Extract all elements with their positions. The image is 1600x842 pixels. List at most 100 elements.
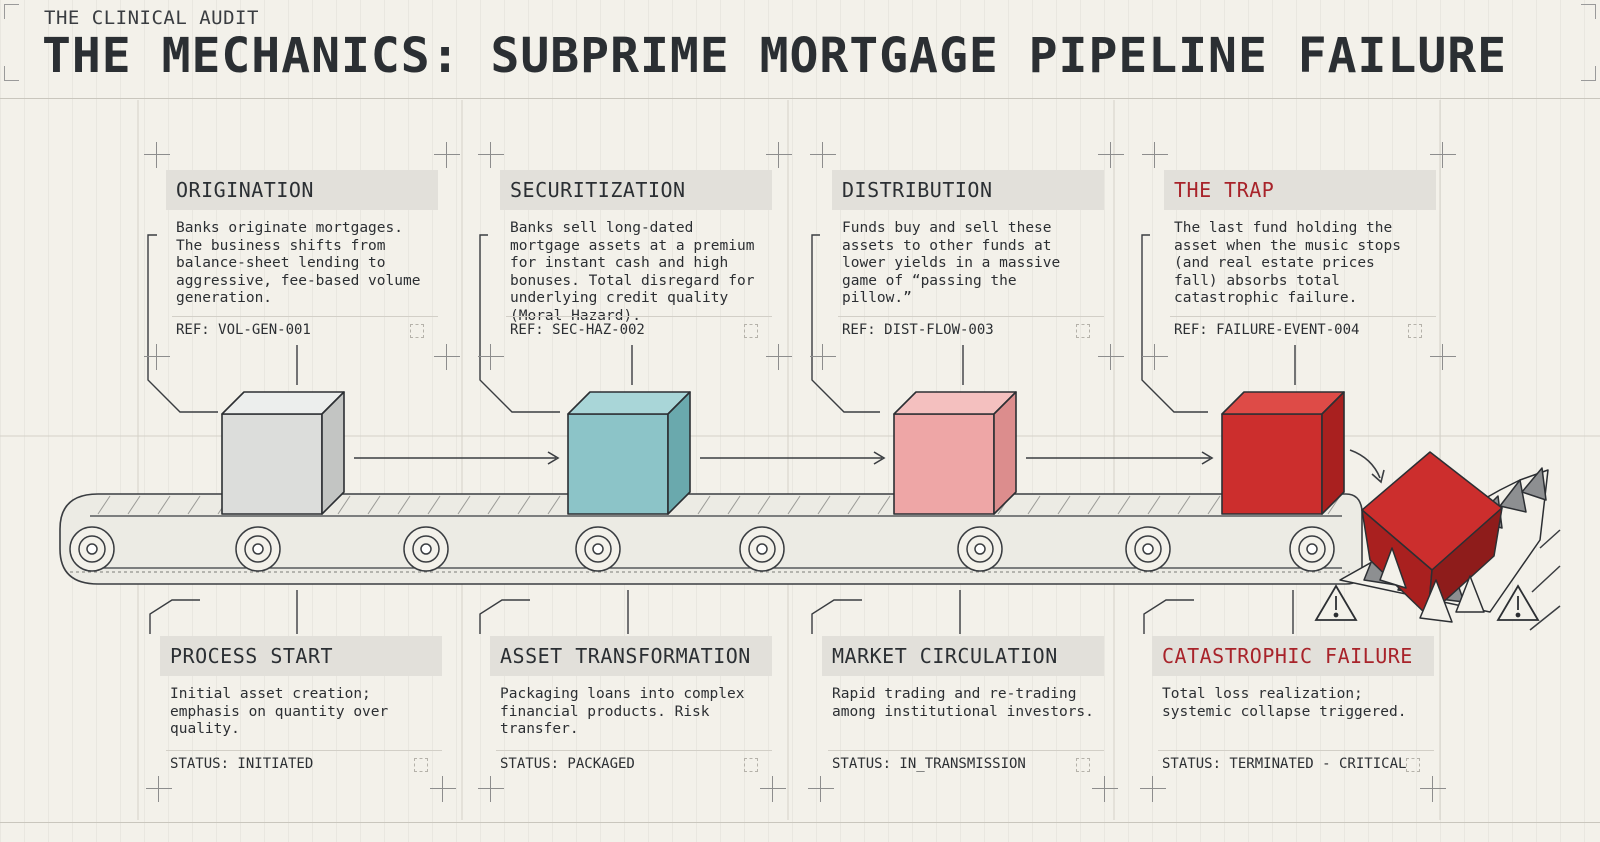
box-side-face — [993, 391, 1017, 515]
stage-title: ORIGINATION — [166, 170, 438, 210]
registration-mark — [478, 344, 504, 370]
stage-ref: REF: VOL-GEN-001 — [176, 322, 311, 338]
corner-mark — [4, 4, 19, 19]
warning-icon — [1496, 584, 1540, 621]
conveyor-belt — [59, 493, 1363, 585]
registration-mark — [430, 776, 456, 802]
registration-mark — [144, 344, 170, 370]
distribution-box — [893, 391, 1017, 515]
registration-mark — [1430, 344, 1456, 370]
corner-mark — [1581, 4, 1596, 19]
footer-divider — [0, 822, 1600, 823]
status-card-catastrophic-failure: CATASTROPHIC FAILURE Total loss realizat… — [1152, 636, 1434, 786]
stage-title: DISTRIBUTION — [832, 170, 1104, 210]
expand-icon — [1076, 758, 1090, 772]
conveyor-roller-icon — [957, 526, 1003, 572]
stage-ref: REF: FAILURE-EVENT-004 — [1174, 322, 1360, 338]
box-side-face — [1321, 391, 1345, 515]
conveyor-roller-icon — [1289, 526, 1335, 572]
registration-mark — [1430, 142, 1456, 168]
corner-mark — [1581, 66, 1596, 81]
box-front-face — [567, 413, 669, 515]
box-side-face — [321, 391, 345, 515]
status-title: ASSET TRANSFORMATION — [490, 636, 772, 676]
status-value: STATUS: TERMINATED - CRITICAL — [1162, 756, 1407, 772]
registration-mark — [1142, 142, 1168, 168]
card-divider — [828, 750, 1104, 751]
card-divider — [496, 750, 772, 751]
stage-card-distribution: DISTRIBUTION Funds buy and sell these as… — [832, 170, 1104, 345]
stage-description: Banks sell long-dated mortgage assets at… — [510, 220, 755, 324]
box-front-face — [1221, 413, 1323, 515]
status-card-market-circulation: MARKET CIRCULATION Rapid trading and re-… — [822, 636, 1104, 786]
registration-mark — [434, 344, 460, 370]
corner-mark — [4, 66, 19, 81]
registration-mark — [810, 142, 836, 168]
card-divider — [172, 316, 438, 317]
status-description: Packaging loans into complex financial p… — [500, 686, 745, 737]
registration-mark — [766, 142, 792, 168]
header-divider — [0, 98, 1600, 99]
stage-ref: REF: DIST-FLOW-003 — [842, 322, 994, 338]
registration-mark — [146, 776, 172, 802]
conveyor-roller-icon — [69, 526, 115, 572]
registration-mark — [1140, 776, 1166, 802]
conveyor-roller-icon — [403, 526, 449, 572]
trap-box — [1221, 391, 1345, 515]
card-divider — [1158, 750, 1434, 751]
conveyor-roller-icon — [235, 526, 281, 572]
shredder-teeth-icon — [1339, 451, 1561, 631]
expand-icon — [414, 758, 428, 772]
registration-mark — [478, 776, 504, 802]
registration-mark — [760, 776, 786, 802]
card-divider — [838, 316, 1104, 317]
origination-box — [221, 391, 345, 515]
registration-mark — [810, 344, 836, 370]
box-side-face — [667, 391, 691, 515]
status-description: Rapid trading and re-trading among insti… — [832, 686, 1094, 720]
registration-mark — [1142, 344, 1168, 370]
expand-icon — [744, 324, 758, 338]
box-front-face — [893, 413, 995, 515]
registration-mark — [1092, 776, 1118, 802]
status-card-asset-transformation: ASSET TRANSFORMATION Packaging loans int… — [490, 636, 772, 786]
status-title: PROCESS START — [160, 636, 442, 676]
registration-mark — [1098, 142, 1124, 168]
warning-icon — [1314, 584, 1358, 621]
kicker-label: THE CLINICAL AUDIT — [44, 7, 259, 29]
status-title: CATASTROPHIC FAILURE — [1152, 636, 1434, 676]
status-description: Initial asset creation; emphasis on quan… — [170, 686, 389, 737]
stage-card-origination: ORIGINATION Banks originate mortgages. T… — [166, 170, 438, 345]
status-title: MARKET CIRCULATION — [822, 636, 1104, 676]
expand-icon — [1076, 324, 1090, 338]
registration-mark — [1098, 344, 1124, 370]
expand-icon — [1408, 324, 1422, 338]
stage-description: Banks originate mortgages. The business … — [176, 220, 421, 306]
stage-title: THE TRAP — [1164, 170, 1436, 210]
registration-mark — [1420, 776, 1446, 802]
registration-mark — [434, 142, 460, 168]
securitization-box — [567, 391, 691, 515]
card-divider — [166, 750, 442, 751]
page-title: THE MECHANICS: SUBPRIME MORTGAGE PIPELIN… — [42, 28, 1508, 84]
registration-mark — [144, 142, 170, 168]
registration-mark — [478, 142, 504, 168]
card-divider — [506, 316, 772, 317]
conveyor-roller-icon — [575, 526, 621, 572]
status-card-process-start: PROCESS START Initial asset creation; em… — [160, 636, 442, 786]
stage-description: The last fund holding the asset when the… — [1174, 220, 1401, 306]
flow-arrows — [354, 449, 1385, 484]
registration-mark — [808, 776, 834, 802]
conveyor-roller-icon — [1125, 526, 1171, 572]
stage-ref: REF: SEC-HAZ-002 — [510, 322, 645, 338]
expand-icon — [744, 758, 758, 772]
registration-mark — [766, 344, 792, 370]
stage-description: Funds buy and sell these assets to other… — [842, 220, 1061, 306]
expand-icon — [1406, 758, 1420, 772]
conveyor-roller-icon — [739, 526, 785, 572]
stage-card-the-trap: THE TRAP The last fund holding the asset… — [1164, 170, 1436, 345]
stage-title: SECURITIZATION — [500, 170, 772, 210]
card-divider — [1170, 316, 1436, 317]
connector-lines — [147, 234, 1296, 634]
